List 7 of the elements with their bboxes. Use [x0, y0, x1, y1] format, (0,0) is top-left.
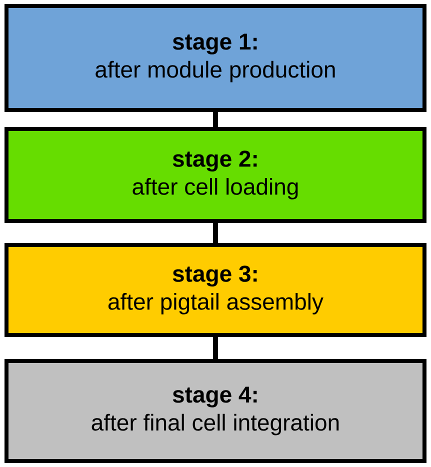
stage-box: stage 3: after pigtail assembly [4, 243, 426, 337]
connector-line [213, 337, 218, 359]
stage-box: stage 4: after final cell integration [4, 359, 426, 463]
stage-box: stage 2: after cell loading [4, 127, 426, 223]
connector-line [213, 112, 218, 127]
connector-line [213, 223, 218, 243]
stage-box: stage 1: after module production [4, 4, 426, 112]
